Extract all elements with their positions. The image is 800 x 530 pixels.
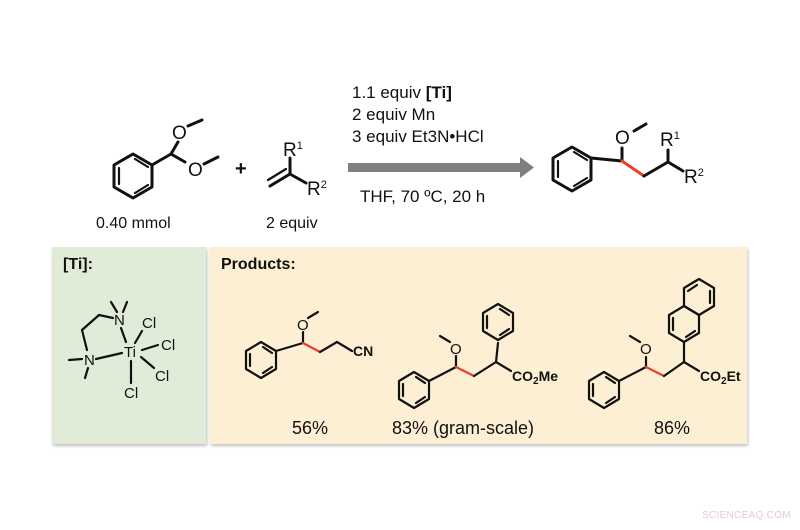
oxygen-label: O [450, 341, 462, 358]
alkene-amount: 2 equiv [266, 215, 318, 232]
r2-label: R2 [684, 167, 704, 188]
ester-label: CO2Me [512, 368, 558, 387]
condition-line-2: 2 equiv Mn [352, 104, 435, 126]
r1-label: R1 [660, 130, 680, 151]
condition-line-3: 3 equiv Et3N•HCl [352, 126, 484, 148]
r1-label: R1 [283, 140, 303, 161]
condition-line-1: 1.1 equiv [Ti] [352, 82, 452, 104]
reaction-arrow [348, 157, 534, 178]
chlorine-label: Cl [161, 337, 175, 354]
watermark: SCIENCEAQ.COM [702, 510, 791, 521]
r2-label: R2 [307, 179, 327, 200]
products-panel-title: Products: [221, 256, 296, 273]
products-panel [210, 247, 747, 444]
product-3-yield: 86% [654, 418, 691, 438]
oxygen-label: O [188, 160, 203, 181]
product-2-structure: O CO2Me [397, 302, 558, 410]
nitrogen-label: N [114, 312, 125, 329]
condition-reagent-et3n-hcl: Et3N•HCl [411, 127, 484, 146]
condition-amount: 3 equiv [352, 127, 412, 146]
catalyst-panel [52, 247, 206, 444]
product-1-structure: O CN [244, 310, 373, 380]
titanium-label: Ti [124, 344, 136, 361]
oxygen-label: O [615, 128, 630, 149]
catalyst-panel-title: [Ti]: [63, 256, 93, 273]
product-structure: O R1 R2 [551, 122, 704, 193]
nitrogen-label: N [84, 352, 95, 369]
plus-sign: + [235, 158, 247, 180]
condition-amount: 1.1 equiv [352, 83, 426, 102]
ester-label: CO2Et [700, 368, 741, 387]
chlorine-label: Cl [155, 368, 169, 385]
condition-amount: 2 equiv [352, 105, 412, 124]
product-3-structure: O CO2Et [587, 277, 741, 410]
oxygen-label: O [640, 341, 652, 358]
ti-catalyst-structure: N N Ti Cl Cl Cl Cl [67, 300, 175, 402]
oxygen-label: O [297, 317, 309, 334]
product-2-yield: 83% (gram-scale) [392, 418, 535, 438]
condition-below-arrow: THF, 70 ºC, 20 h [360, 187, 486, 206]
product-1-yield: 56% [292, 418, 329, 438]
chlorine-label: Cl [124, 385, 138, 402]
condition-reagent-mn: Mn [411, 105, 436, 124]
oxygen-label: O [172, 123, 187, 144]
chlorine-label: Cl [142, 315, 156, 332]
nitrile-label: CN [353, 343, 373, 359]
alkene-structure: R1 R2 [266, 140, 327, 200]
condition-reagent-ti: [Ti] [425, 83, 452, 102]
substrate-acetal-structure: O O [112, 118, 220, 200]
substrate-amount: 0.40 mmol [96, 215, 171, 232]
